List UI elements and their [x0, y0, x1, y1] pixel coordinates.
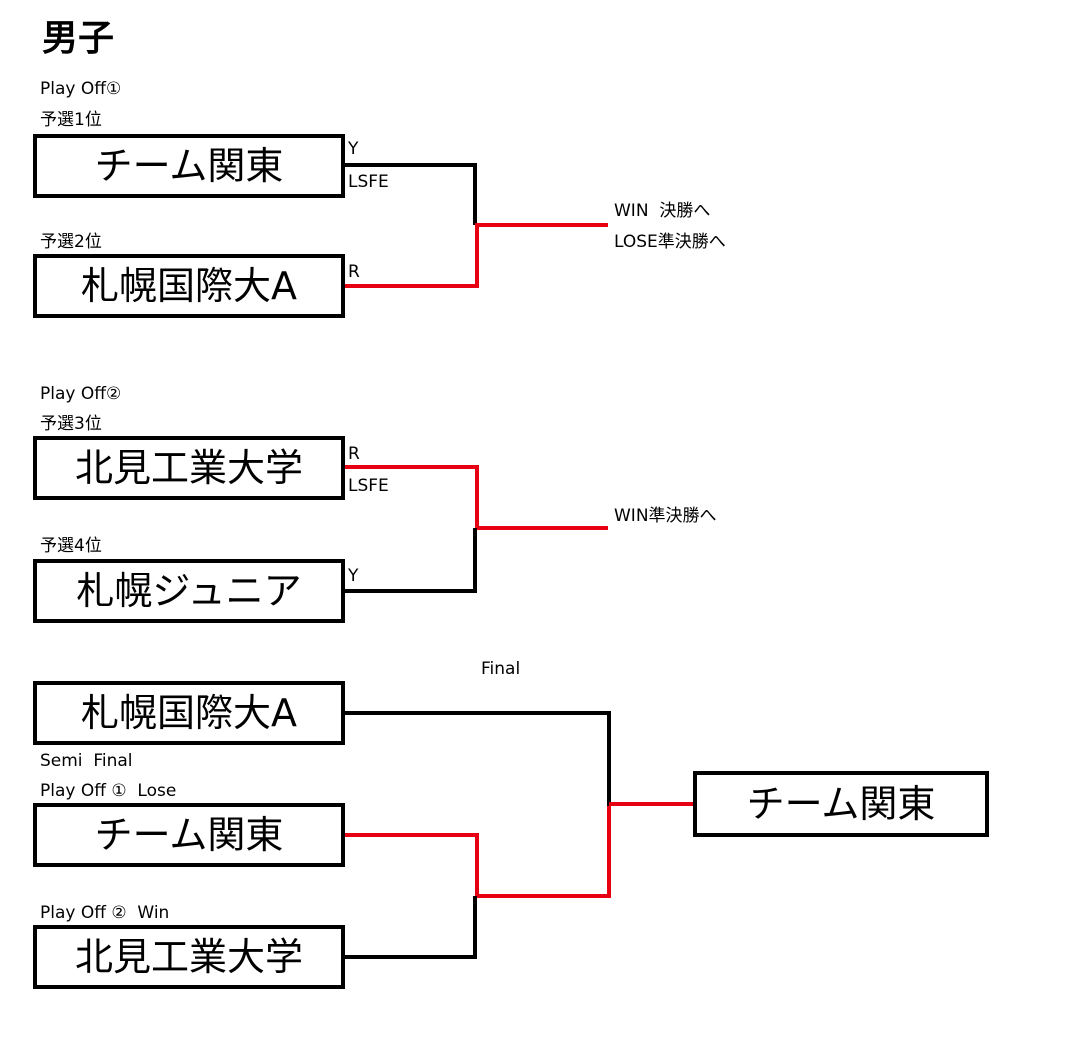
- po2-team2-name: 札幌ジュニア: [76, 569, 302, 613]
- po1-header: Play Off①: [40, 79, 122, 99]
- po2-team1-name: 北見工業大学: [74, 446, 303, 490]
- po1-team1-box: チーム関東: [33, 134, 345, 198]
- po2-team1-note: LSFE: [348, 476, 389, 496]
- po2-team1-box: 北見工業大学: [33, 436, 345, 500]
- semi-team2-line: [345, 896, 477, 959]
- semi-team2-label: Play Off ② Win: [40, 903, 170, 923]
- po2-team1-line: [345, 465, 608, 530]
- po1-team1-mark: Y: [348, 139, 359, 159]
- po1-result-lose: LOSE準決勝へ: [614, 232, 726, 252]
- po1-team2-seed: 予選2位: [40, 232, 102, 252]
- semi-label: Semi Final: [40, 751, 133, 771]
- semi-team2-box: 北見工業大学: [33, 925, 345, 989]
- po2-team2-mark: Y: [348, 566, 359, 586]
- po1-team1-note: LSFE: [348, 172, 389, 192]
- po1-team1-seed: 予選1位: [40, 110, 102, 130]
- po1-result-win: WIN 決勝へ: [614, 201, 711, 221]
- page-title: 男子: [42, 18, 115, 59]
- po1-team2-box: 札幌国際大A: [33, 254, 345, 318]
- po2-team1-seed: 予選3位: [40, 414, 102, 434]
- final-team-name: 札幌国際大A: [81, 691, 297, 735]
- semi-winner-line: [477, 804, 611, 898]
- final-team-box: 札幌国際大A: [33, 681, 345, 745]
- semi-team1-box: チーム関東: [33, 803, 345, 867]
- semi-team1-line: [345, 833, 479, 896]
- semi-team1-name: チーム関東: [94, 813, 284, 857]
- po1-team1-name: チーム関東: [94, 144, 284, 188]
- po1-team2-name: 札幌国際大A: [81, 264, 297, 308]
- semi-team1-label: Play Off ① Lose: [40, 781, 177, 801]
- po2-team2-line: [345, 528, 477, 593]
- semi-team2-name: 北見工業大学: [74, 935, 303, 979]
- po2-team2-box: 札幌ジュニア: [33, 559, 345, 623]
- po1-team2-mark: R: [348, 262, 360, 282]
- champion-name: チーム関東: [746, 782, 936, 826]
- final-label: Final: [481, 659, 521, 679]
- po2-result-win: WIN準決勝へ: [614, 506, 717, 526]
- po1-team2-line: [345, 223, 608, 288]
- final-team-line: [345, 711, 611, 806]
- po2-header: Play Off②: [40, 384, 122, 404]
- po2-team1-mark: R: [348, 444, 360, 464]
- po2-team2-seed: 予選4位: [40, 536, 102, 556]
- po1-team1-line: [345, 163, 477, 225]
- champion-box: チーム関東: [693, 771, 989, 837]
